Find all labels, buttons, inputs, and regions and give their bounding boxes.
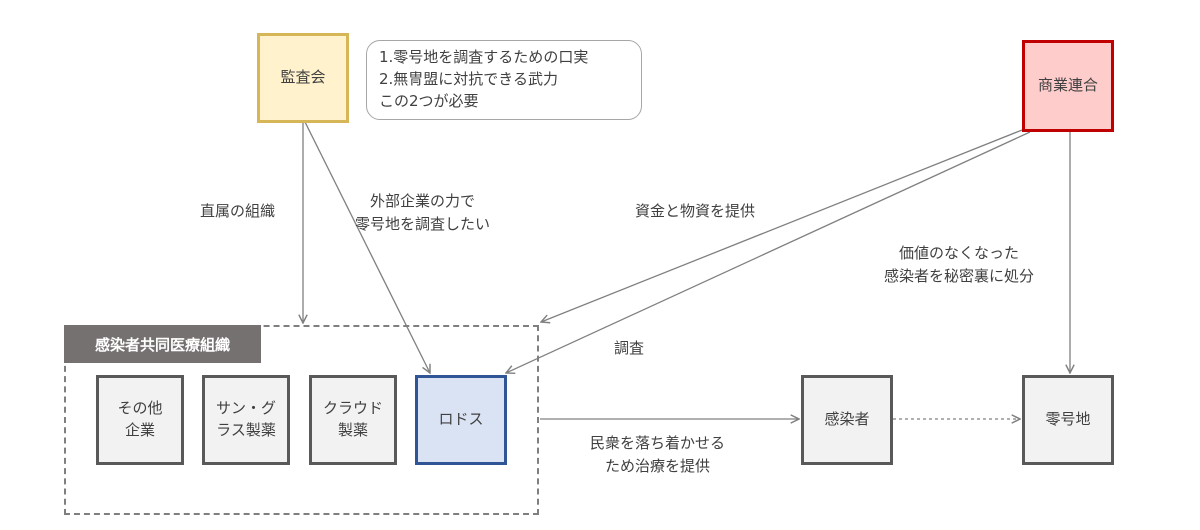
- audit-label: 監査会: [280, 68, 326, 87]
- callout-line-1: 1.零号地を調査するための口実: [379, 48, 589, 66]
- audit-node: 監査会: [257, 33, 349, 123]
- cloud-pharma-node: クラウド 製薬: [309, 375, 397, 465]
- callout-line-3: この2つが必要: [379, 91, 479, 110]
- other-companies-node: その他 企業: [96, 375, 184, 465]
- rhodes-node: ロドス: [415, 375, 507, 465]
- infected-node: 感染者: [801, 375, 893, 465]
- zero-zone-node: 零号地: [1022, 375, 1114, 465]
- arrow-merchant-to-rhodes: [506, 131, 1031, 373]
- callout-requirements: 1.零号地を調査するための口実 2.無冑盟に対抗できる武力 この2つが必要: [366, 40, 642, 120]
- sunglass-pharma-node: サン・グ ラス製薬: [202, 375, 290, 465]
- edge-label-treatment: 民衆を落ち着かせる ため治療を提供: [590, 434, 726, 475]
- merchant-union-node: 商業連合: [1022, 40, 1114, 132]
- edge-label-dispose: 価値のなくなった 感染者を秘密裏に処分: [884, 244, 1035, 285]
- group-title: 感染者共同医療組織: [64, 325, 261, 363]
- medical-organization-group: [64, 325, 539, 515]
- callout-line-2: 2.無冑盟に対抗できる武力: [379, 69, 559, 88]
- merchant-union-label: 商業連合: [1037, 76, 1098, 95]
- edge-label-investigate: 調査: [614, 339, 645, 357]
- edge-label-direct-org: 直属の組織: [200, 202, 276, 220]
- edge-label-external: 外部企業の力で 零号地を調査したい: [355, 192, 491, 233]
- edge-label-funding: 資金と物資を提供: [635, 202, 756, 220]
- arrow-merchant-to-group: [541, 129, 1023, 322]
- arrow-audit-to-rhodes: [304, 121, 430, 373]
